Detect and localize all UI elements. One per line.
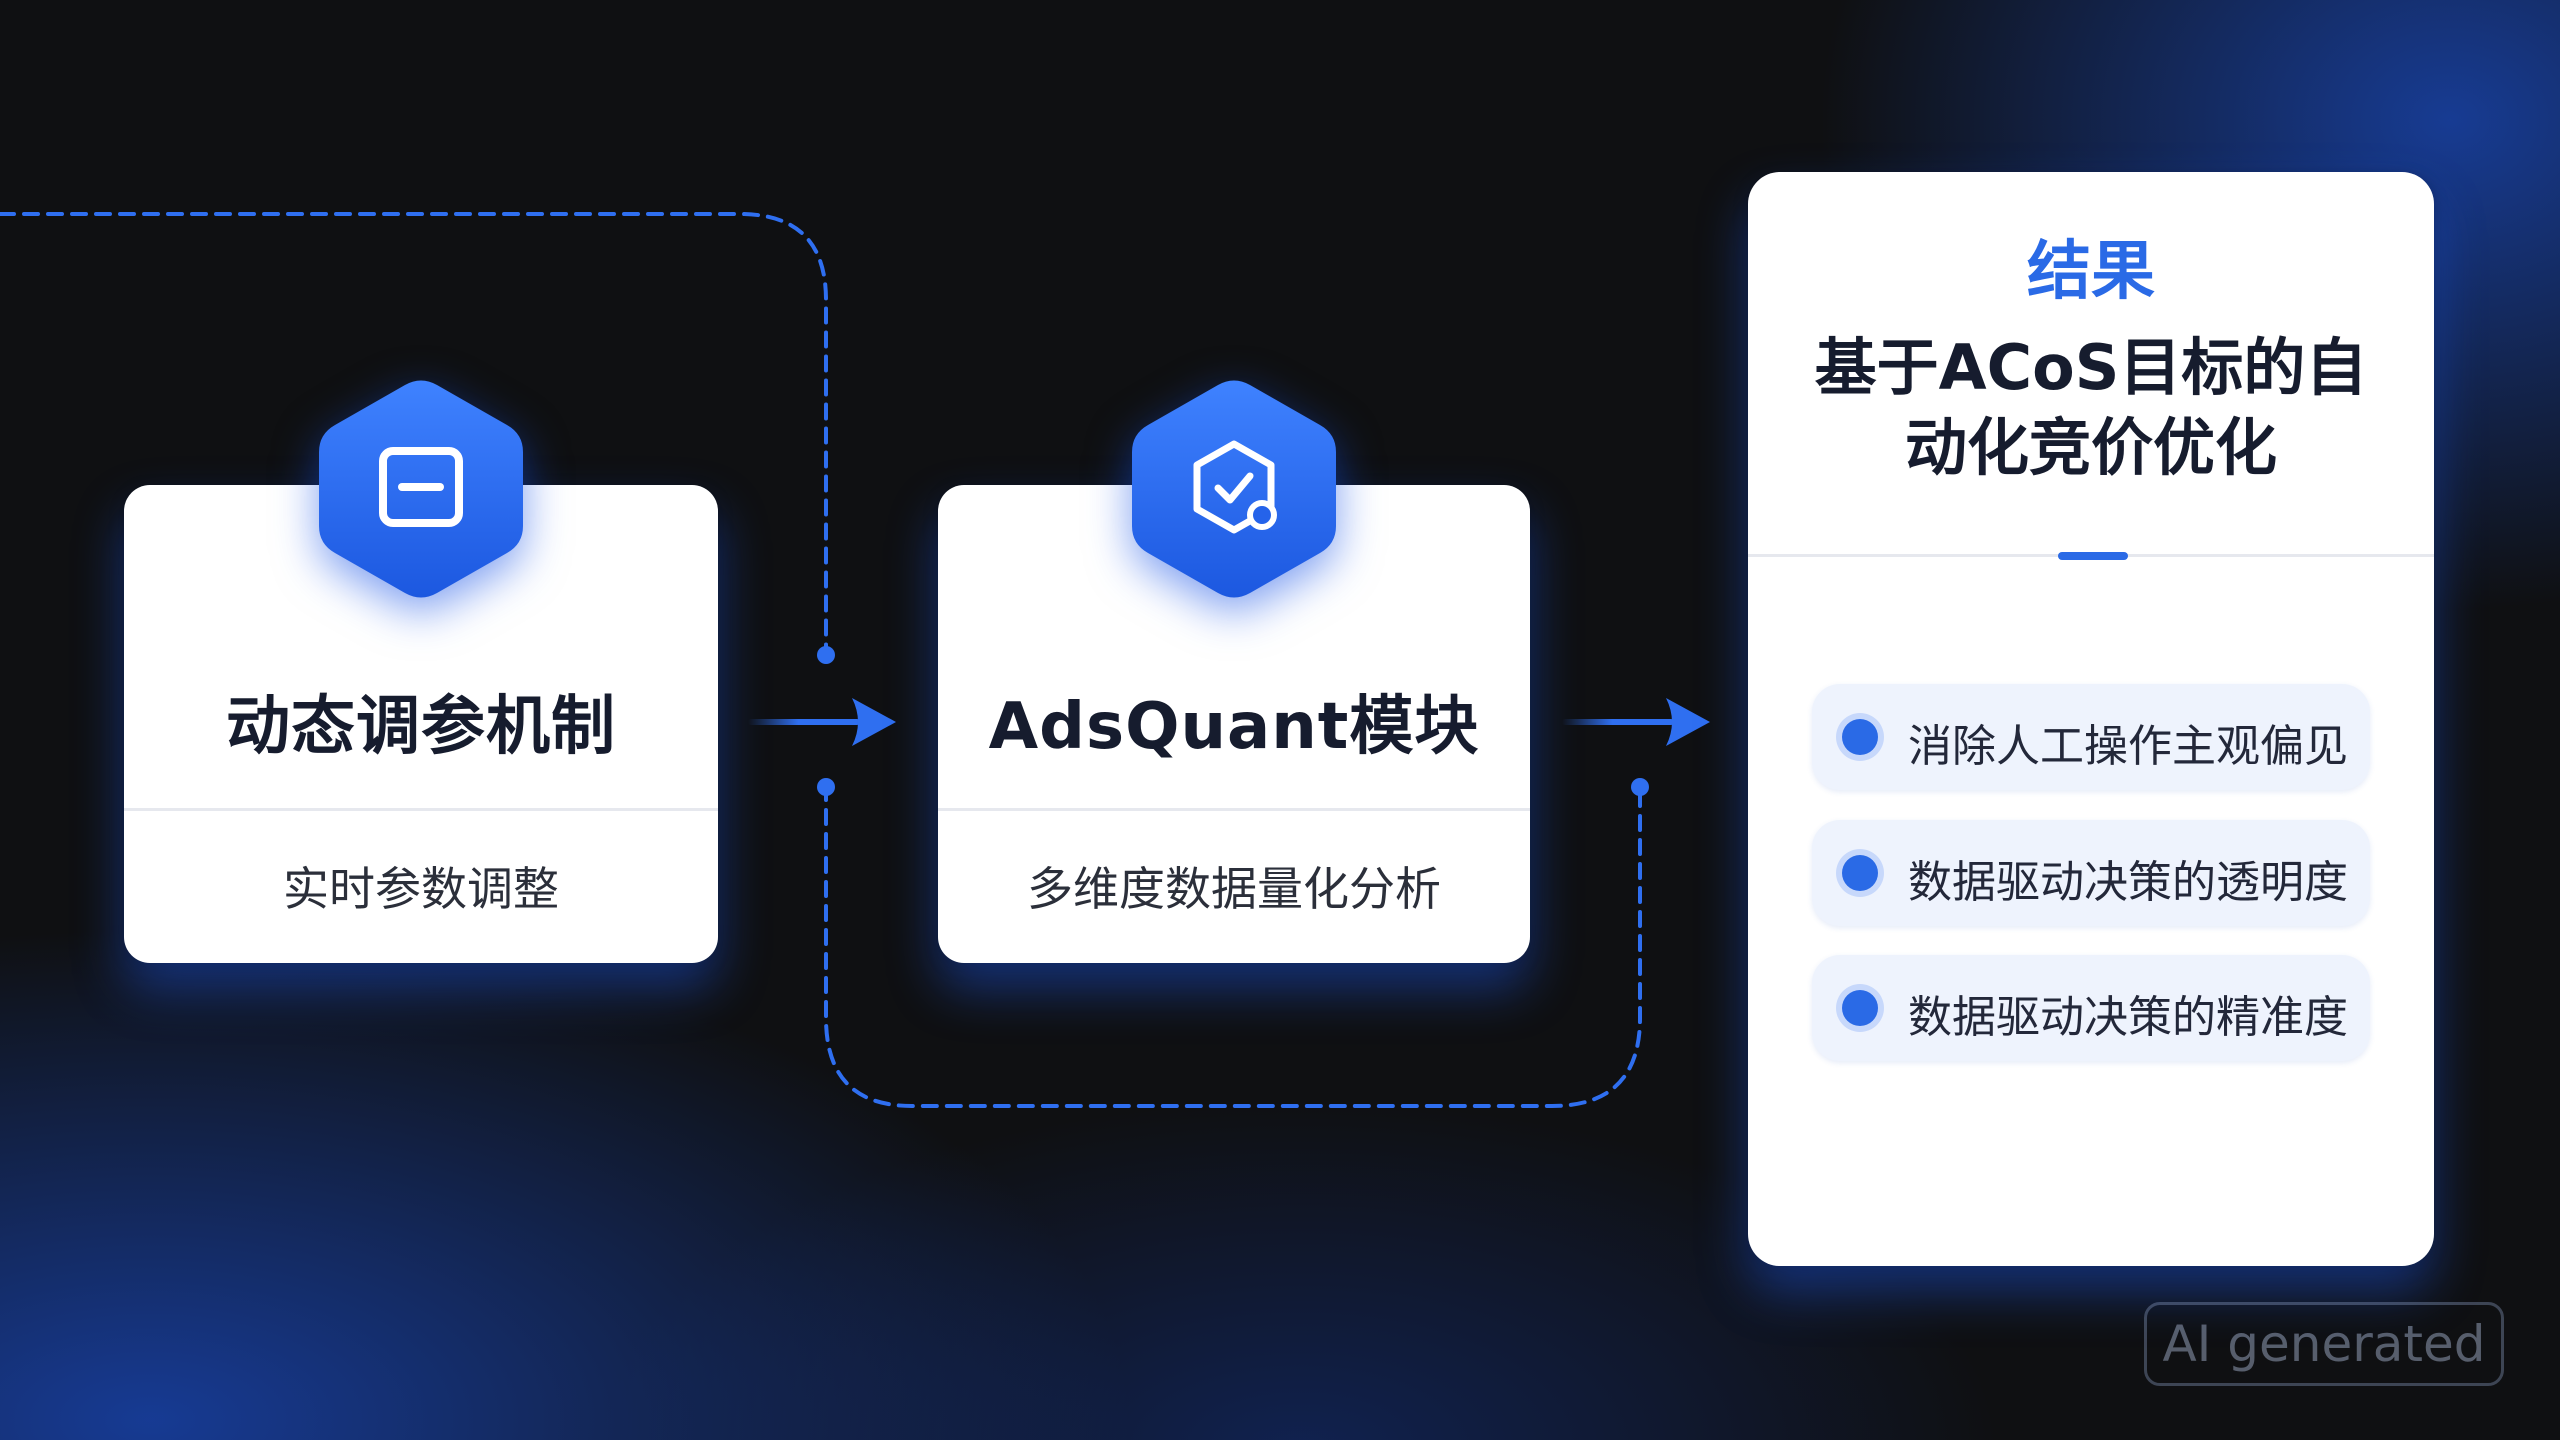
outcome-item: 消除人工操作主观偏见	[1812, 684, 2370, 790]
result-heading: 基于ACoS目标的自 动化竞价优化	[1814, 331, 2368, 484]
step-subtitle: 多维度数据量化分析	[1027, 862, 1441, 916]
feedback-loop-top	[0, 212, 828, 654]
flow-arrow	[748, 698, 896, 746]
minus-square-icon	[319, 378, 523, 600]
divider	[124, 808, 718, 811]
bullet-dot-icon	[1842, 990, 1878, 1026]
step-title: AdsQuant模块	[988, 690, 1480, 764]
step-card-dynamic-tuning: 动态调参机制 实时参数调整	[124, 485, 718, 963]
bullet-dot-icon	[1842, 719, 1878, 755]
connector-dot	[817, 646, 835, 664]
step-card-adsquant: AdsQuant模块 多维度数据量化分析	[938, 485, 1530, 963]
divider	[938, 808, 1530, 811]
connector-dot	[817, 778, 835, 796]
step-subtitle: 实时参数调整	[283, 862, 559, 916]
outcome-text: 消除人工操作主观偏见	[1908, 721, 2348, 772]
bullet-dot-icon	[1842, 855, 1878, 891]
step-title: 动态调参机制	[226, 690, 616, 764]
flow-arrow	[1562, 698, 1710, 746]
outcome-item: 数据驱动决策的精准度	[1812, 955, 2370, 1061]
connector-dot	[1631, 778, 1649, 796]
outcome-text: 数据驱动决策的透明度	[1908, 857, 2348, 908]
outcome-item: 数据驱动决策的透明度	[1812, 820, 2370, 926]
accent-bar	[2058, 552, 2128, 560]
ai-generated-watermark: AI generated	[2144, 1302, 2504, 1386]
outcome-text: 数据驱动决策的精准度	[1908, 992, 2348, 1043]
shield-check-icon	[1132, 378, 1336, 600]
feedback-loop-bottom	[824, 784, 1642, 1108]
result-label: 结果	[2027, 235, 2155, 309]
